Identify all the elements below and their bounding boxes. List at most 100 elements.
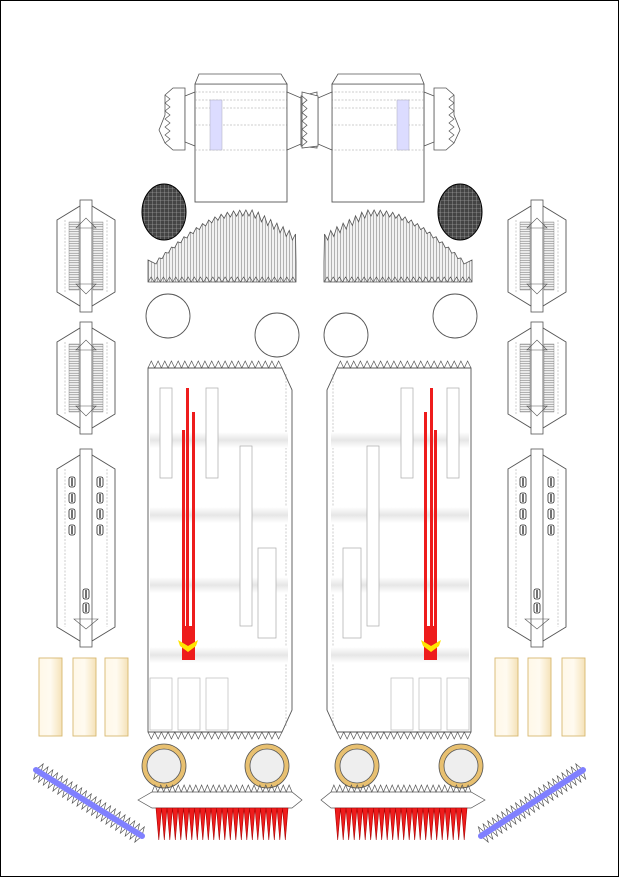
slot — [400, 387, 414, 479]
dark-grid-oval-right — [437, 183, 483, 241]
bottom-square — [149, 677, 173, 731]
zigzag-edge — [336, 731, 472, 740]
zigzag-edge — [330, 784, 472, 793]
shade-band — [150, 647, 288, 663]
shade-band — [150, 507, 288, 523]
chevron-mark — [75, 283, 97, 295]
slot — [446, 387, 460, 479]
rod-core — [478, 767, 586, 839]
circle-disc-1 — [145, 293, 191, 339]
rod-core — [33, 767, 145, 839]
red-stripe — [182, 430, 185, 628]
fan-body — [323, 209, 473, 283]
ribbed-fan-left — [147, 209, 297, 283]
side-flap — [317, 91, 333, 151]
side-flap — [286, 91, 302, 151]
chevron-mark — [526, 405, 548, 417]
zigzag-edge — [448, 94, 455, 144]
head-piece-right — [301, 73, 461, 203]
circle-disc-2 — [254, 312, 300, 358]
slot — [239, 445, 253, 627]
ring-center-3 — [339, 748, 375, 784]
center-strip — [79, 321, 93, 435]
ring-center-4 — [443, 748, 479, 784]
cream-strip-5 — [527, 657, 552, 737]
blue-zigzag-rod-right — [477, 762, 587, 844]
zigzag-edge — [147, 276, 297, 283]
zigzag-edge — [323, 276, 473, 283]
red-block — [424, 626, 437, 660]
red-stripe — [434, 430, 437, 628]
slot — [342, 547, 362, 639]
head-piece-left — [158, 73, 318, 203]
center-strip — [79, 448, 93, 648]
cream-strip-1 — [38, 657, 63, 737]
head-box — [194, 83, 288, 203]
chevron-mark — [526, 339, 548, 351]
cream-strip-2 — [72, 657, 97, 737]
shade-band — [331, 647, 469, 663]
yellow-chevron — [421, 640, 441, 652]
rib-panel — [68, 343, 80, 413]
cream-strip-3 — [104, 657, 129, 737]
ribbed-capsule-right-2 — [507, 321, 567, 435]
ribbed-capsule-right-1 — [507, 199, 567, 313]
button-capsule-right — [507, 448, 567, 648]
chevron-mark — [75, 405, 97, 417]
top-flap — [331, 73, 425, 85]
slot — [257, 547, 277, 639]
ring-center-2 — [249, 748, 285, 784]
strip-base — [320, 791, 486, 809]
strip-base — [137, 791, 303, 809]
zigzag-edge — [164, 94, 171, 144]
slot — [205, 387, 219, 479]
slot — [159, 387, 173, 479]
zigzag-edge — [147, 360, 283, 369]
chevron-mark — [75, 217, 97, 229]
chevron-mark — [526, 283, 548, 295]
cream-strip-6 — [561, 657, 586, 737]
red-teeth — [334, 807, 468, 841]
fan-body — [147, 209, 297, 283]
slot — [366, 445, 380, 627]
red-stripe — [430, 388, 433, 628]
circle-disc-3 — [323, 312, 369, 358]
chevron-mark — [75, 339, 97, 351]
side-flap — [184, 91, 196, 147]
dark-grid-oval-left — [141, 183, 187, 241]
yellow-chevron — [178, 640, 198, 652]
shade-band — [331, 507, 469, 523]
red-stripe — [186, 388, 189, 628]
button-capsule-left — [56, 448, 116, 648]
blue-panel — [396, 99, 410, 151]
zigzag-edge — [151, 784, 293, 793]
red-teeth-strip-right — [320, 784, 486, 841]
bottom-square — [418, 677, 442, 731]
main-body-panel-left — [147, 360, 293, 740]
red-teeth-strip-left — [137, 784, 303, 841]
bottom-square — [446, 677, 470, 731]
red-stripe — [424, 412, 427, 627]
rib-panel — [92, 221, 104, 291]
ribbed-fan-right — [323, 209, 473, 283]
chevron-mark — [526, 217, 548, 229]
circle-disc-4 — [432, 293, 478, 339]
center-strip — [530, 321, 544, 435]
ribbed-capsule-left-1 — [56, 199, 116, 313]
main-body-panel-right — [326, 360, 472, 740]
blue-zigzag-rod-left — [33, 762, 145, 844]
red-stripe — [192, 412, 195, 627]
bottom-square — [205, 677, 229, 731]
top-flap — [194, 73, 288, 85]
center-strip — [530, 199, 544, 313]
zigzag-edge — [301, 95, 308, 147]
cream-strip-4 — [494, 657, 519, 737]
bottom-square — [390, 677, 414, 731]
head-box — [331, 83, 425, 203]
ring-center-1 — [146, 748, 182, 784]
center-strip — [530, 448, 544, 648]
ribbed-capsule-left-2 — [56, 321, 116, 435]
zigzag-edge — [336, 360, 472, 369]
